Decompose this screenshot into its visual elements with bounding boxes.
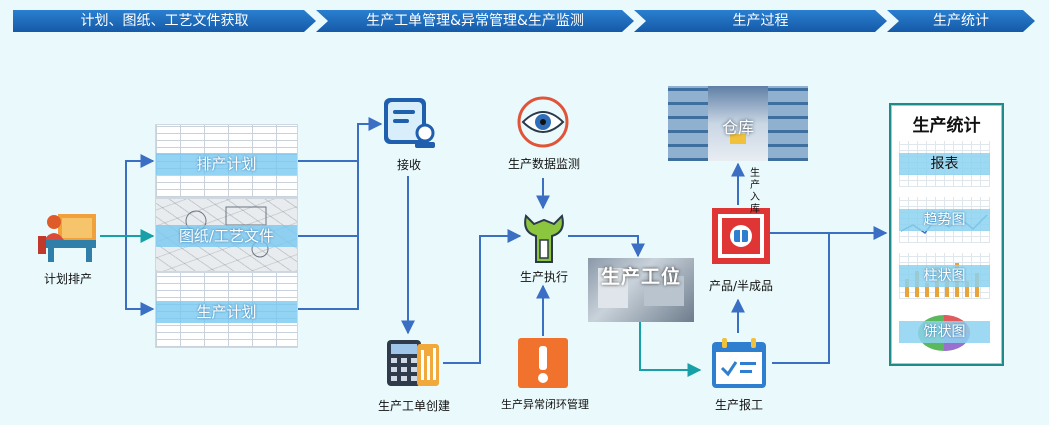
exception-icon	[518, 338, 568, 388]
data-monitor-label: 生产数据监测	[507, 157, 580, 171]
product-icon	[712, 208, 770, 264]
work-order-create-label: 生产工单创建	[377, 399, 450, 413]
stats-report-label: 报表	[899, 153, 990, 175]
report-icon	[712, 338, 766, 388]
link-plan-schedule	[100, 154, 155, 237]
link-docs-receive	[296, 117, 383, 162]
station-label: 生产工位	[600, 266, 681, 288]
data-monitor-icon	[517, 96, 569, 148]
schedule-plan-doc: 排产计划	[155, 124, 298, 198]
stats-report: 报表	[899, 141, 990, 187]
plan-schedule-label: 计划排产	[43, 272, 92, 286]
drawing-doc: 图纸/工艺文件	[155, 198, 298, 272]
stats-panel: 生产统计 报表 趋势图 柱状图 饼状图	[889, 103, 1004, 366]
station-photo: 生产工位	[588, 258, 694, 322]
header-step-order-mgmt: 生产工单管理&异常管理&生产监测	[316, 10, 634, 32]
production-plan-doc: 生产计划	[155, 272, 298, 348]
link-plan-production	[125, 236, 155, 316]
header-step-plan: 计划、图纸、工艺文件获取	[13, 10, 316, 32]
stats-trend-label: 趋势图	[899, 209, 990, 231]
warehouse-photo: 仓库	[668, 86, 808, 161]
drawing-label: 图纸/工艺文件	[156, 225, 297, 247]
stock-in-label: 生产入库	[750, 168, 760, 215]
link-drawing-receive	[296, 161, 359, 237]
stats-pie: 饼状图	[899, 309, 990, 355]
link-order-execute	[443, 229, 522, 364]
stats-title: 生产统计	[912, 116, 981, 136]
stats-trend: 趋势图	[899, 197, 990, 243]
product-label: 产品/半成品	[708, 279, 774, 293]
execute-label: 生产执行	[519, 270, 568, 284]
schedule-plan-label: 排产计划	[156, 153, 297, 175]
report-label: 生产报工	[714, 398, 763, 412]
stats-bar: 柱状图	[899, 253, 990, 299]
receive-label: 接收	[396, 158, 421, 172]
link-station-report	[639, 322, 702, 377]
warehouse-label: 仓库	[721, 118, 754, 137]
production-plan-label: 生产计划	[156, 301, 297, 323]
link-execute-station	[568, 235, 645, 258]
process-header: 计划、图纸、工艺文件获取 生产工单管理&异常管理&生产监测 生产过程 生产统计	[0, 10, 1049, 32]
work-order-create-icon	[387, 340, 439, 386]
stats-bar-label: 柱状图	[899, 265, 990, 287]
plan-schedule-icon	[38, 214, 96, 262]
execute-icon	[524, 214, 564, 263]
exception-label: 生产异常闭环管理	[501, 398, 589, 411]
stats-pie-label: 饼状图	[899, 321, 990, 343]
link-prod-receive	[296, 236, 359, 310]
header-step-process: 生产过程	[634, 10, 887, 32]
link-report-stats	[772, 233, 830, 364]
header-step-stats: 生产统计	[887, 10, 1035, 32]
receive-icon	[384, 98, 435, 148]
